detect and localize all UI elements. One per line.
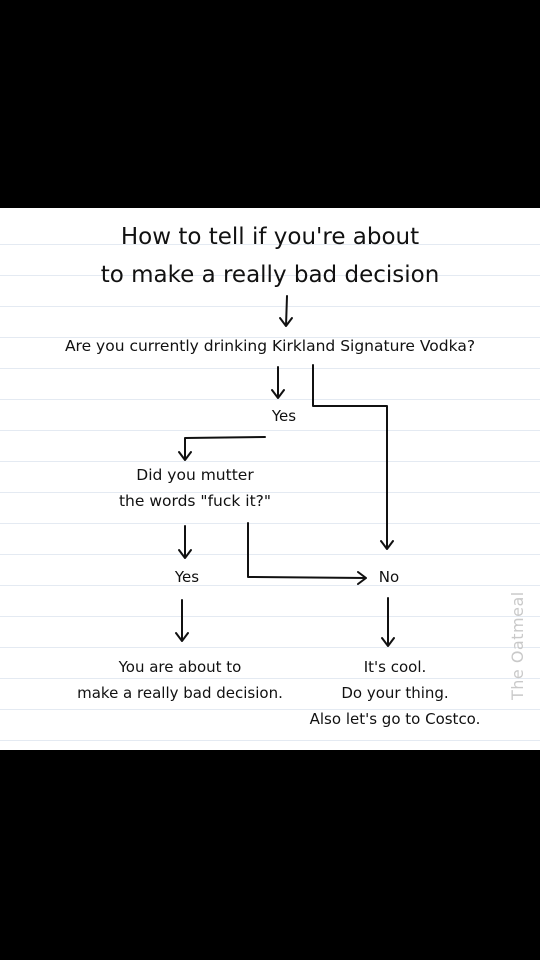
arrow-q1-to-yes: [271, 366, 285, 399]
arrow-title-to-q1: [279, 295, 293, 327]
arrow-q1-to-no: [312, 364, 394, 550]
outcome-good-line-3: Also let's go to Costco.: [309, 710, 481, 728]
question-2-line-2: the words "fuck it?": [118, 492, 272, 510]
comic-panel: [0, 208, 540, 750]
arrow-yes-to-bad-outcome: [175, 599, 189, 642]
yes-label-2: Yes: [174, 568, 200, 586]
outcome-bad-line-2: make a really bad decision.: [77, 684, 283, 702]
title-line-1: How to tell if you're about: [120, 224, 420, 250]
arrow-yes-to-q2: [178, 436, 266, 461]
outcome-good-line-1: It's cool.: [363, 658, 427, 676]
title-line-2: to make a really bad decision: [100, 262, 440, 288]
outcome-good-line-2: Do your thing.: [341, 684, 449, 702]
arrow-no-to-good-outcome: [381, 597, 395, 647]
outcome-bad-line-1: You are about to: [118, 658, 242, 676]
question-1: Are you currently drinking Kirkland Sign…: [64, 337, 476, 355]
arrow-q2-to-yes: [178, 525, 192, 559]
yes-label-1: Yes: [271, 407, 297, 425]
question-2-line-1: Did you mutter: [136, 466, 254, 484]
no-label: No: [378, 568, 400, 586]
arrow-q2-to-no: [247, 522, 367, 585]
